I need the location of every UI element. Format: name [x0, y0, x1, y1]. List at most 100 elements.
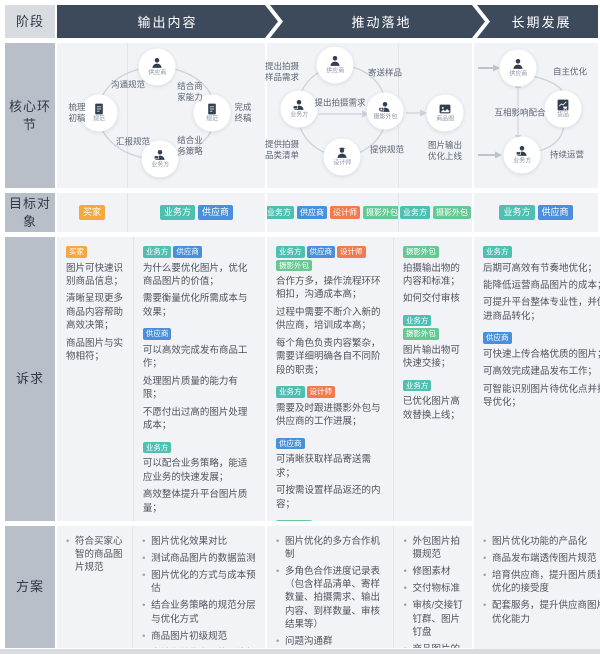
demand-group-lines: 可以高效完成发布商品工作；处理图片质量的能力有限；不愿付出过高的图片处理成本； [143, 344, 256, 433]
demand-group-lines: 需要及时跟进摄影外包与供应商的工作进展； [276, 402, 384, 429]
demand-group-tags: 业务方 [142, 441, 256, 454]
node-label: 供应商 [148, 70, 166, 77]
demand-groups: 摄影外包 拍摄输出物的内容和标准；如何交付审核 业务方摄影外包 图片输出物可快速… [392, 237, 472, 521]
node-business: 业务方 [503, 136, 541, 174]
label-provide-spec: 提供规范 [369, 144, 405, 155]
demand-line: 清晰呈现更多商品内容帮助高效决策； [66, 293, 124, 332]
demand-group: 摄影外包 可高效记录并同步到样情况及拍摄进展；拍摄问题可及时沟通，高效解决 [276, 520, 384, 521]
label-continuous-operation: 持续运营 [549, 149, 585, 160]
demand-group-tags: 业务方摄影外包 [402, 314, 463, 340]
row-label-plan: 方案 [5, 526, 55, 648]
plan-cell-push: 图片优化的多方合作机制多角色合作进度记录表（包含样品清单、寄样数量、拍摄需求、输… [267, 526, 472, 648]
label-communicate-spec: 沟通规范 [110, 79, 146, 90]
demand-group-tags: 摄影外包 [276, 520, 384, 521]
audience-tag: 供应商 [537, 205, 573, 220]
node-label: 供应商 [326, 68, 344, 75]
demand-group-lines: 合作方多，操作流程环环相扣，沟通成本高； 过程中需要不断介入新的供应商，培训成本高… [276, 275, 384, 377]
product-image-icon [439, 104, 451, 114]
demand-group: 业务方 已优化图片高效替换上线； [402, 379, 463, 422]
audience-tag: 设计师 [330, 206, 360, 219]
plan-list: 图片优化效果对比测试商品图片的数据监测图片优化的方式与成本预估结合业务策略的规范… [141, 535, 257, 648]
demand-group-tags: 摄影外包 [402, 246, 463, 258]
demand-group-tags: 供应商 [276, 437, 384, 450]
demand-group-lines: 可以配合业务策略，能适应业务的快速发展； 高效整体提升平台图片质量； [143, 457, 256, 515]
label-sample-shoot-need: 提出拍摄样品需求 [264, 60, 299, 82]
node-product-image: 商品图 [426, 94, 464, 132]
row-label-target-text: 目标对象 [8, 195, 51, 229]
node-label: 设计师 [333, 160, 351, 167]
audience-tag: 业务方 [142, 441, 172, 454]
node-goods: 货品 [544, 90, 582, 128]
row-label-stage-text: 阶段 [15, 13, 44, 29]
demand-groups: 业务方供应商设计师摄影外包 合作方多，操作流程环环相扣，沟通成本高；过程中需要不… [267, 237, 393, 521]
target-tags: 买家 [57, 193, 127, 232]
stage-segment-output: 输出内容 [57, 5, 278, 38]
plan-item: 商品图片的上传标准 [402, 643, 464, 648]
plan-list: 符合买家心智的商品图片规范 [65, 535, 124, 574]
demand-group: 供应商 可清晰获取样品寄送需求；可按需设置样品返还的内容； [276, 437, 384, 511]
audience-tag: 供应商 [483, 332, 512, 344]
node-label: 商品图 [436, 116, 454, 123]
demand-group-tags: 业务方 [483, 246, 600, 258]
demand-line: 合作方多，操作流程环环相扣，沟通成本高； [276, 276, 381, 301]
demand-group-lines: 后期可高效有节奏地优化；能降低运营商品图片的成本；可提升平台整体专业性，并促进商… [483, 262, 600, 324]
label-send-sample: 寄送样品 [367, 67, 403, 78]
demand-line: 可快速上传合格优质的图片； [483, 348, 600, 360]
row-label-stage: 阶段 [5, 5, 55, 38]
demand-line: 高效整体提升平台图片质量； [142, 489, 248, 514]
node-business: 业务方 [141, 140, 179, 178]
row-label-demand-text: 诉求 [15, 371, 44, 387]
node-supplier: 供应商 [499, 49, 537, 87]
target-cell-push: 业务方供应商设计师摄影外包 业务方摄影外包 [267, 193, 472, 232]
target-tags: 业务方供应商 [474, 193, 598, 232]
node-label: 业务方 [290, 112, 308, 119]
demand-group: 供应商 可快速上传合格优质的图片；可高效完成建品发布工作；可智能识别图片待优化点… [483, 332, 600, 409]
supplier-person-icon [513, 59, 523, 70]
demand-groups: 买家 图片可快速识别商品信息；清晰呈现更多商品内容帮助高效决策；商品图片与实物相… [57, 237, 133, 521]
plan-item: 多销售单位商品的图片规范 [141, 647, 257, 648]
demand-group-lines: 已优化图片高效替换上线； [403, 395, 463, 422]
demand-line: 可以高效完成发布商品工作； [142, 344, 248, 370]
demand-line: 可智能识别图片待优化点并指导优化； [483, 383, 600, 409]
row-label-core-text: 核心环节 [8, 98, 51, 132]
demand-group-lines: 图片可快速识别商品信息；清晰呈现更多商品内容帮助高效决策；商品图片与实物相符； [66, 262, 124, 364]
demand-line: 过程中需要不断介入新的供应商，培训成本高； [276, 306, 381, 332]
audience-tag: 摄影外包 [363, 206, 398, 219]
demand-group-tags: 业务方 [402, 379, 463, 392]
demand-line: 图片可快速识别商品信息； [66, 262, 124, 287]
spec-doc-icon [95, 103, 103, 115]
demand-line: 如何交付审核 [402, 293, 460, 305]
target-tags: 业务方供应商设计师摄影外包 [267, 193, 398, 232]
demand-line: 可以配合业务策略，能适应业务的快速发展； [142, 458, 248, 483]
audience-tag: 供应商 [142, 328, 172, 340]
demand-cell-longterm: 业务方 后期可高效有节奏地优化；能降低运营商品图片的成本；可提升平台整体专业性，… [474, 237, 600, 534]
demand-line: 每个角色负责内容繁杂，需要详细明确各自不同阶段的职责； [276, 337, 381, 376]
plan-list: 外包图片拍摄规范修图素材交付物标准审核/交接钉钉群、图片钉盘商品图片的上传标准 [402, 535, 464, 648]
node-label: 业务方 [513, 158, 531, 165]
diagram-push-landing: 供应商 业务方 摄影外包 设计师 商品图 提出拍摄样品需求 寄送样品 提出拍摄需… [265, 43, 472, 188]
core-cell-output: 供应商 规范 规范 业务方 梳理初稿 沟通规范 结合商家能力 完成终稿 汇报规范… [57, 43, 265, 188]
plan-list: 图片优化功能的产品化商品发布端透传图片规范培育供应商，提升图片质量优化的接受度配… [482, 535, 600, 626]
supplier-person-icon [152, 58, 162, 69]
demand-line: 可提升平台整体专业性，并促进商品转化； [483, 297, 600, 322]
audience-tag: 设计师 [337, 246, 366, 258]
demand-group: 供应商 可以高效完成发布商品工作；处理图片质量的能力有限；不愿付出过高的图片处理… [142, 328, 256, 433]
demand-group-tags: 供应商 [142, 328, 256, 340]
node-supplier: 供应商 [138, 48, 176, 86]
audience-tag: 摄影外包 [433, 206, 471, 219]
plan-item: 商品发布端透传图片规范 [482, 552, 600, 565]
stage-segment-push: 推动落地 [270, 5, 485, 38]
business-person-icon [515, 146, 527, 157]
plan-item: 商品图片初级规范 [141, 630, 257, 643]
demand-group: 业务方供应商 为什么要优化图片，优化商品图片的价值；需要衡量优化所需成本与效果； [142, 246, 256, 319]
audience-tag: 业务方 [499, 205, 535, 220]
stage-segment-longterm: 长期发展 [477, 5, 598, 38]
audience-tag: 供应商 [276, 437, 305, 450]
plan-item: 结合业务策略的规范分层与优化方式 [141, 599, 257, 625]
audience-tag: 供应商 [198, 205, 234, 220]
node-designer: 设计师 [323, 138, 361, 176]
diagram-longterm: 供应商 货品 业务方 自主优化 互相影响配合 持续运营 [474, 43, 598, 188]
demand-line: 需要衡量优化所需成本与效果； [142, 293, 248, 318]
node-label: 规范 [93, 116, 105, 123]
demand-group: 业务方摄影外包 图片输出物可快速交接； [402, 314, 463, 371]
